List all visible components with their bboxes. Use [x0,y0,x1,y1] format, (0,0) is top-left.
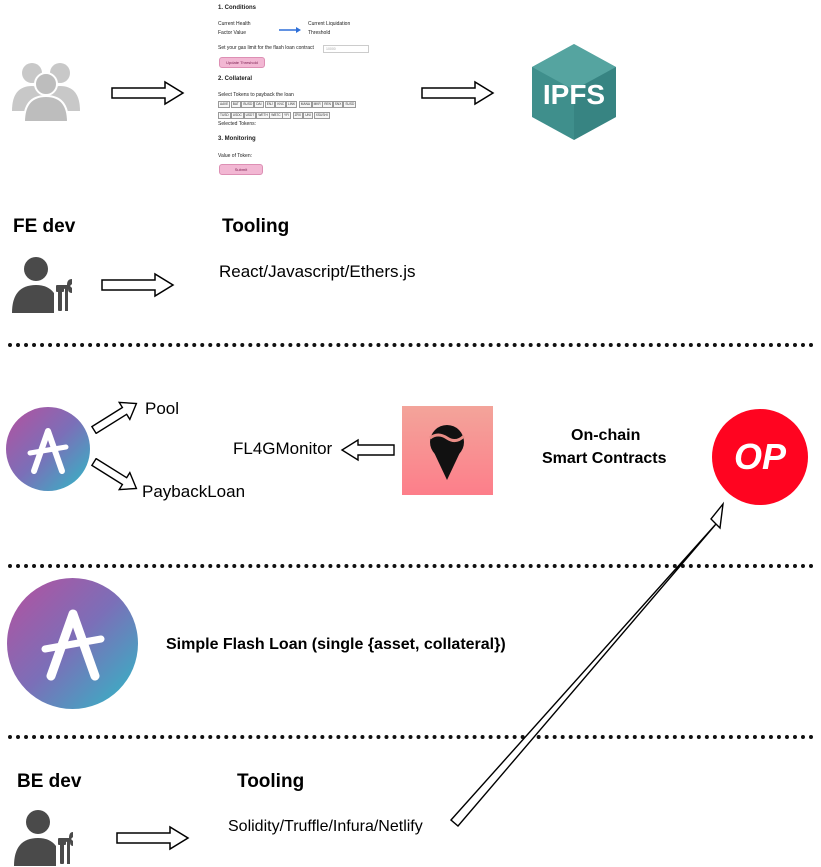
arrow-up-right-icon [90,401,138,434]
token-chip[interactable]: BAT [230,101,241,108]
token-chip[interactable]: MKR [311,101,323,108]
token-chip[interactable]: KNC [275,101,287,108]
token-chip[interactable]: USDC [230,112,244,119]
arrow-right-blue-icon [279,27,301,33]
token-chip[interactable]: LINK [286,101,298,108]
pool-label: Pool [145,399,180,418]
onchain-title-line2: Smart Contracts [542,450,667,467]
conditions-heading: 1. Conditions [218,5,256,11]
optimism-logo: OP [712,409,808,505]
be-tooling-label: Tooling [237,771,305,792]
token-chip[interactable]: XSUSHI [313,112,330,119]
developer-tools-icon [12,257,72,313]
token-chip[interactable]: REN [322,101,333,108]
monitoring-heading: 3. Monitoring [218,136,256,142]
token-chip[interactable]: AAVE [218,101,231,108]
health-factor-label: Current Health [218,21,251,27]
ipfs-logo: IPFS [532,44,616,140]
value-of-token-label: Value of Token: [218,153,253,159]
gelato-logo [402,406,493,495]
section-divider [8,564,814,568]
developer-tools-icon [14,810,73,866]
section-divider [8,343,814,347]
token-chip[interactable]: TUSD [218,112,231,119]
select-tokens-label: Select Tokens to payback the loan [218,92,294,98]
submit-button[interactable]: Submit [219,164,263,175]
fe-tooling-value: React/Javascript/Ethers.js [219,262,416,281]
token-chip[interactable]: WBTC [269,112,283,119]
arrow-right-icon [101,272,175,298]
token-chip[interactable]: USDT [243,112,257,119]
be-tooling-value: Solidity/Truffle/Infura/Netlify [228,818,423,835]
fe-dev-label: FE dev [13,216,76,237]
section-divider [8,735,814,739]
update-threshold-button[interactable]: Update Threshold [219,57,265,68]
collateral-heading: 2. Collateral [218,76,253,82]
token-chip[interactable]: ZRX [292,112,303,119]
token-chip[interactable]: UNI [303,112,313,119]
token-chip[interactable]: YFI [282,112,291,119]
token-chip[interactable]: MANA [298,101,313,108]
arrow-down-right-icon [90,458,138,491]
ipfs-logo-text: IPFS [543,79,605,110]
arrow-right-icon [421,80,495,106]
onchain-title-line1: On-chain [571,427,641,444]
token-chip[interactable]: SUSD [343,101,357,108]
gas-limit-label: Set your gas limit for the flash loan co… [218,45,314,51]
token-chip[interactable]: BUSD [241,101,255,108]
users-group-icon [12,63,80,122]
aave-logo-large [7,578,138,709]
gas-limit-input[interactable]: 10000 [323,45,369,53]
be-dev-label: BE dev [17,771,82,792]
frontend-mockup: 1. Conditions Current Health Factor Valu… [216,2,406,182]
token-chip[interactable]: SNX [332,101,344,108]
flash-loan-title: Simple Flash Loan (single {asset, collat… [166,636,506,653]
liquidation-threshold-label: Current Liquidation [308,21,351,27]
aave-logo [6,407,90,491]
liquidation-threshold-label-2: Threshold [308,30,331,36]
health-factor-label-2: Factor Value [218,30,246,36]
token-chip[interactable]: ENJ [264,101,275,108]
payback-loan-label: PaybackLoan [142,482,246,501]
arrow-right-icon [116,825,190,851]
token-chip[interactable]: WETH [256,112,270,119]
token-chip[interactable]: DAI [254,101,264,108]
arrow-left-icon [340,438,395,462]
monitor-label: FL4GMonitor [233,439,333,458]
arrow-right-icon [111,80,185,106]
fe-tooling-label: Tooling [222,216,290,237]
selected-tokens-label: Selected Tokens: [218,121,256,127]
